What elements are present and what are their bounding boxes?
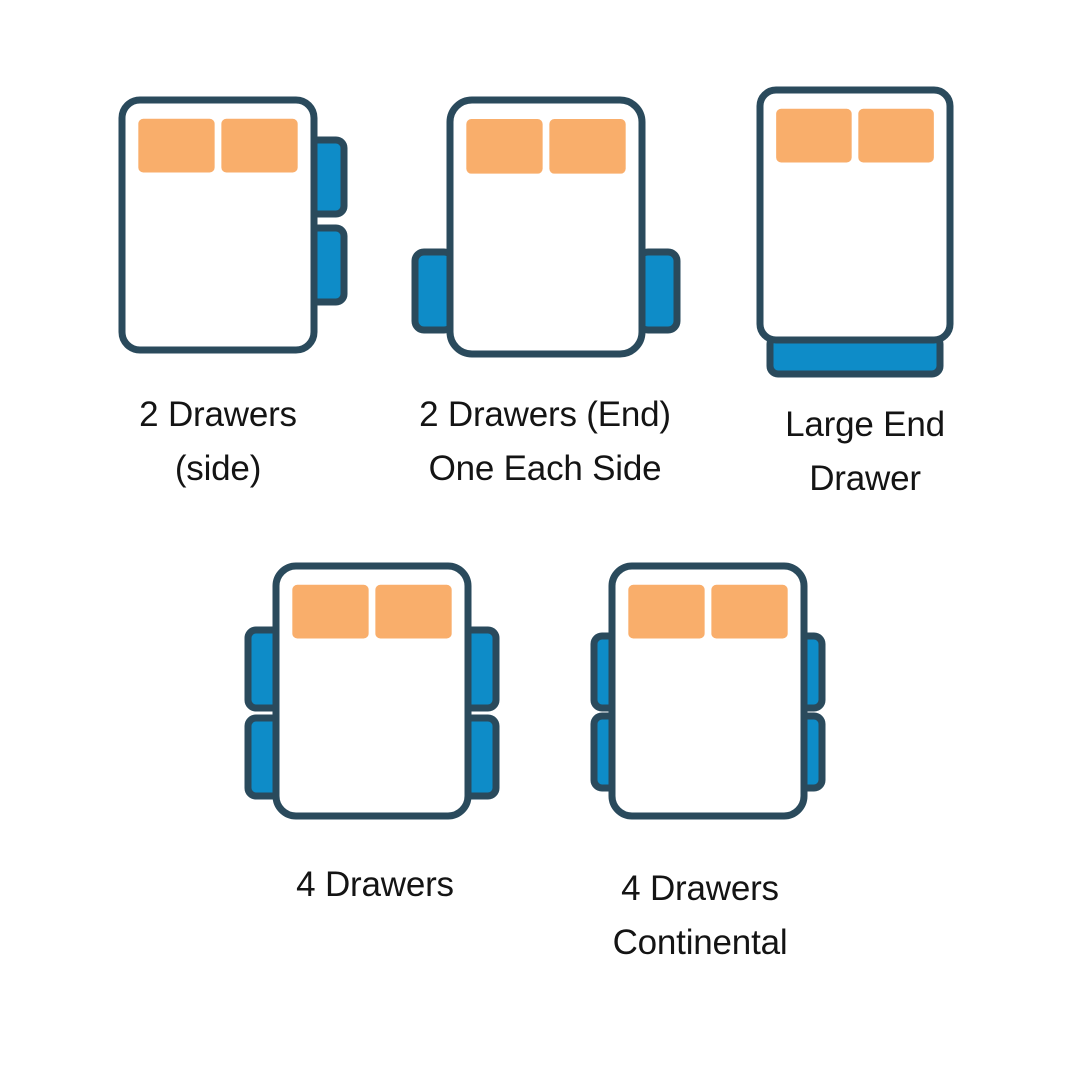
drawer-group [306, 136, 348, 306]
pillow-1 [138, 118, 215, 173]
bed-option-label-four-drawers-continental: 4 Drawers Continental [612, 869, 788, 962]
bed-option-label-four-drawers: 4 Drawers [296, 865, 454, 904]
bed-icon-two-drawers-end-one-each-side [411, 96, 681, 358]
pillow-group [466, 119, 626, 174]
pillow-group [628, 584, 788, 639]
bed-option-label-two-drawers-side: 2 Drawers (side) [139, 395, 297, 488]
drawer-group [411, 248, 681, 334]
pillow-2 [375, 584, 452, 639]
pillow-1 [628, 584, 705, 639]
bed-option-label-two-drawers-end-one-each-side: 2 Drawers (End) One Each Side [419, 395, 671, 488]
bed-option-label-large-end-drawer: Large End Drawer [785, 405, 945, 498]
pillow-group [776, 108, 934, 163]
bed-option-four-drawers[interactable] [238, 556, 506, 826]
pillow-2 [858, 108, 934, 163]
bed-option-large-end-drawer[interactable] [750, 80, 960, 384]
bed-option-four-drawers-continental[interactable] [584, 556, 832, 826]
bed-icon-large-end-drawer [756, 86, 954, 378]
bed-icon-four-drawers [244, 562, 500, 820]
pillow-2 [549, 119, 626, 174]
pillow-group [138, 118, 298, 173]
pillow-1 [292, 584, 369, 639]
bed-option-two-drawers-side[interactable] [112, 90, 354, 360]
bed-icon-two-drawers-side [118, 96, 348, 354]
bed-icon-four-drawers-continental [590, 562, 826, 820]
pillow-1 [466, 119, 543, 174]
pillow-2 [711, 584, 788, 639]
pillow-2 [221, 118, 298, 173]
bed-option-two-drawers-end-one-each-side[interactable] [405, 90, 687, 364]
pillow-group [292, 584, 452, 639]
pillow-1 [776, 108, 852, 163]
